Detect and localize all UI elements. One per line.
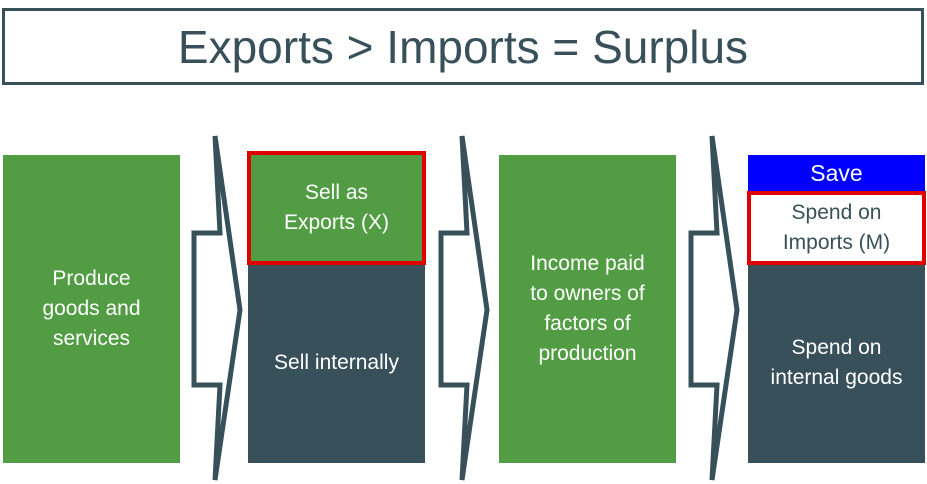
spend-imports-box: Spend on Imports (M) [747, 191, 926, 265]
arrow-icon-1 [191, 135, 243, 481]
sell-internally-box: Sell internally [248, 263, 425, 463]
income-box: Income paid to owners of factors of prod… [499, 155, 676, 463]
save-box: Save [748, 155, 925, 191]
spend-internal-box: Spend on internal goods [748, 263, 925, 463]
produce-box: Produce goods and services [3, 155, 180, 463]
sell-exports-box: Sell as Exports (X) [247, 151, 426, 265]
arrow-icon-3 [688, 135, 740, 481]
slide-title: Exports > Imports = Surplus [2, 8, 924, 85]
arrow-icon-2 [438, 135, 490, 481]
